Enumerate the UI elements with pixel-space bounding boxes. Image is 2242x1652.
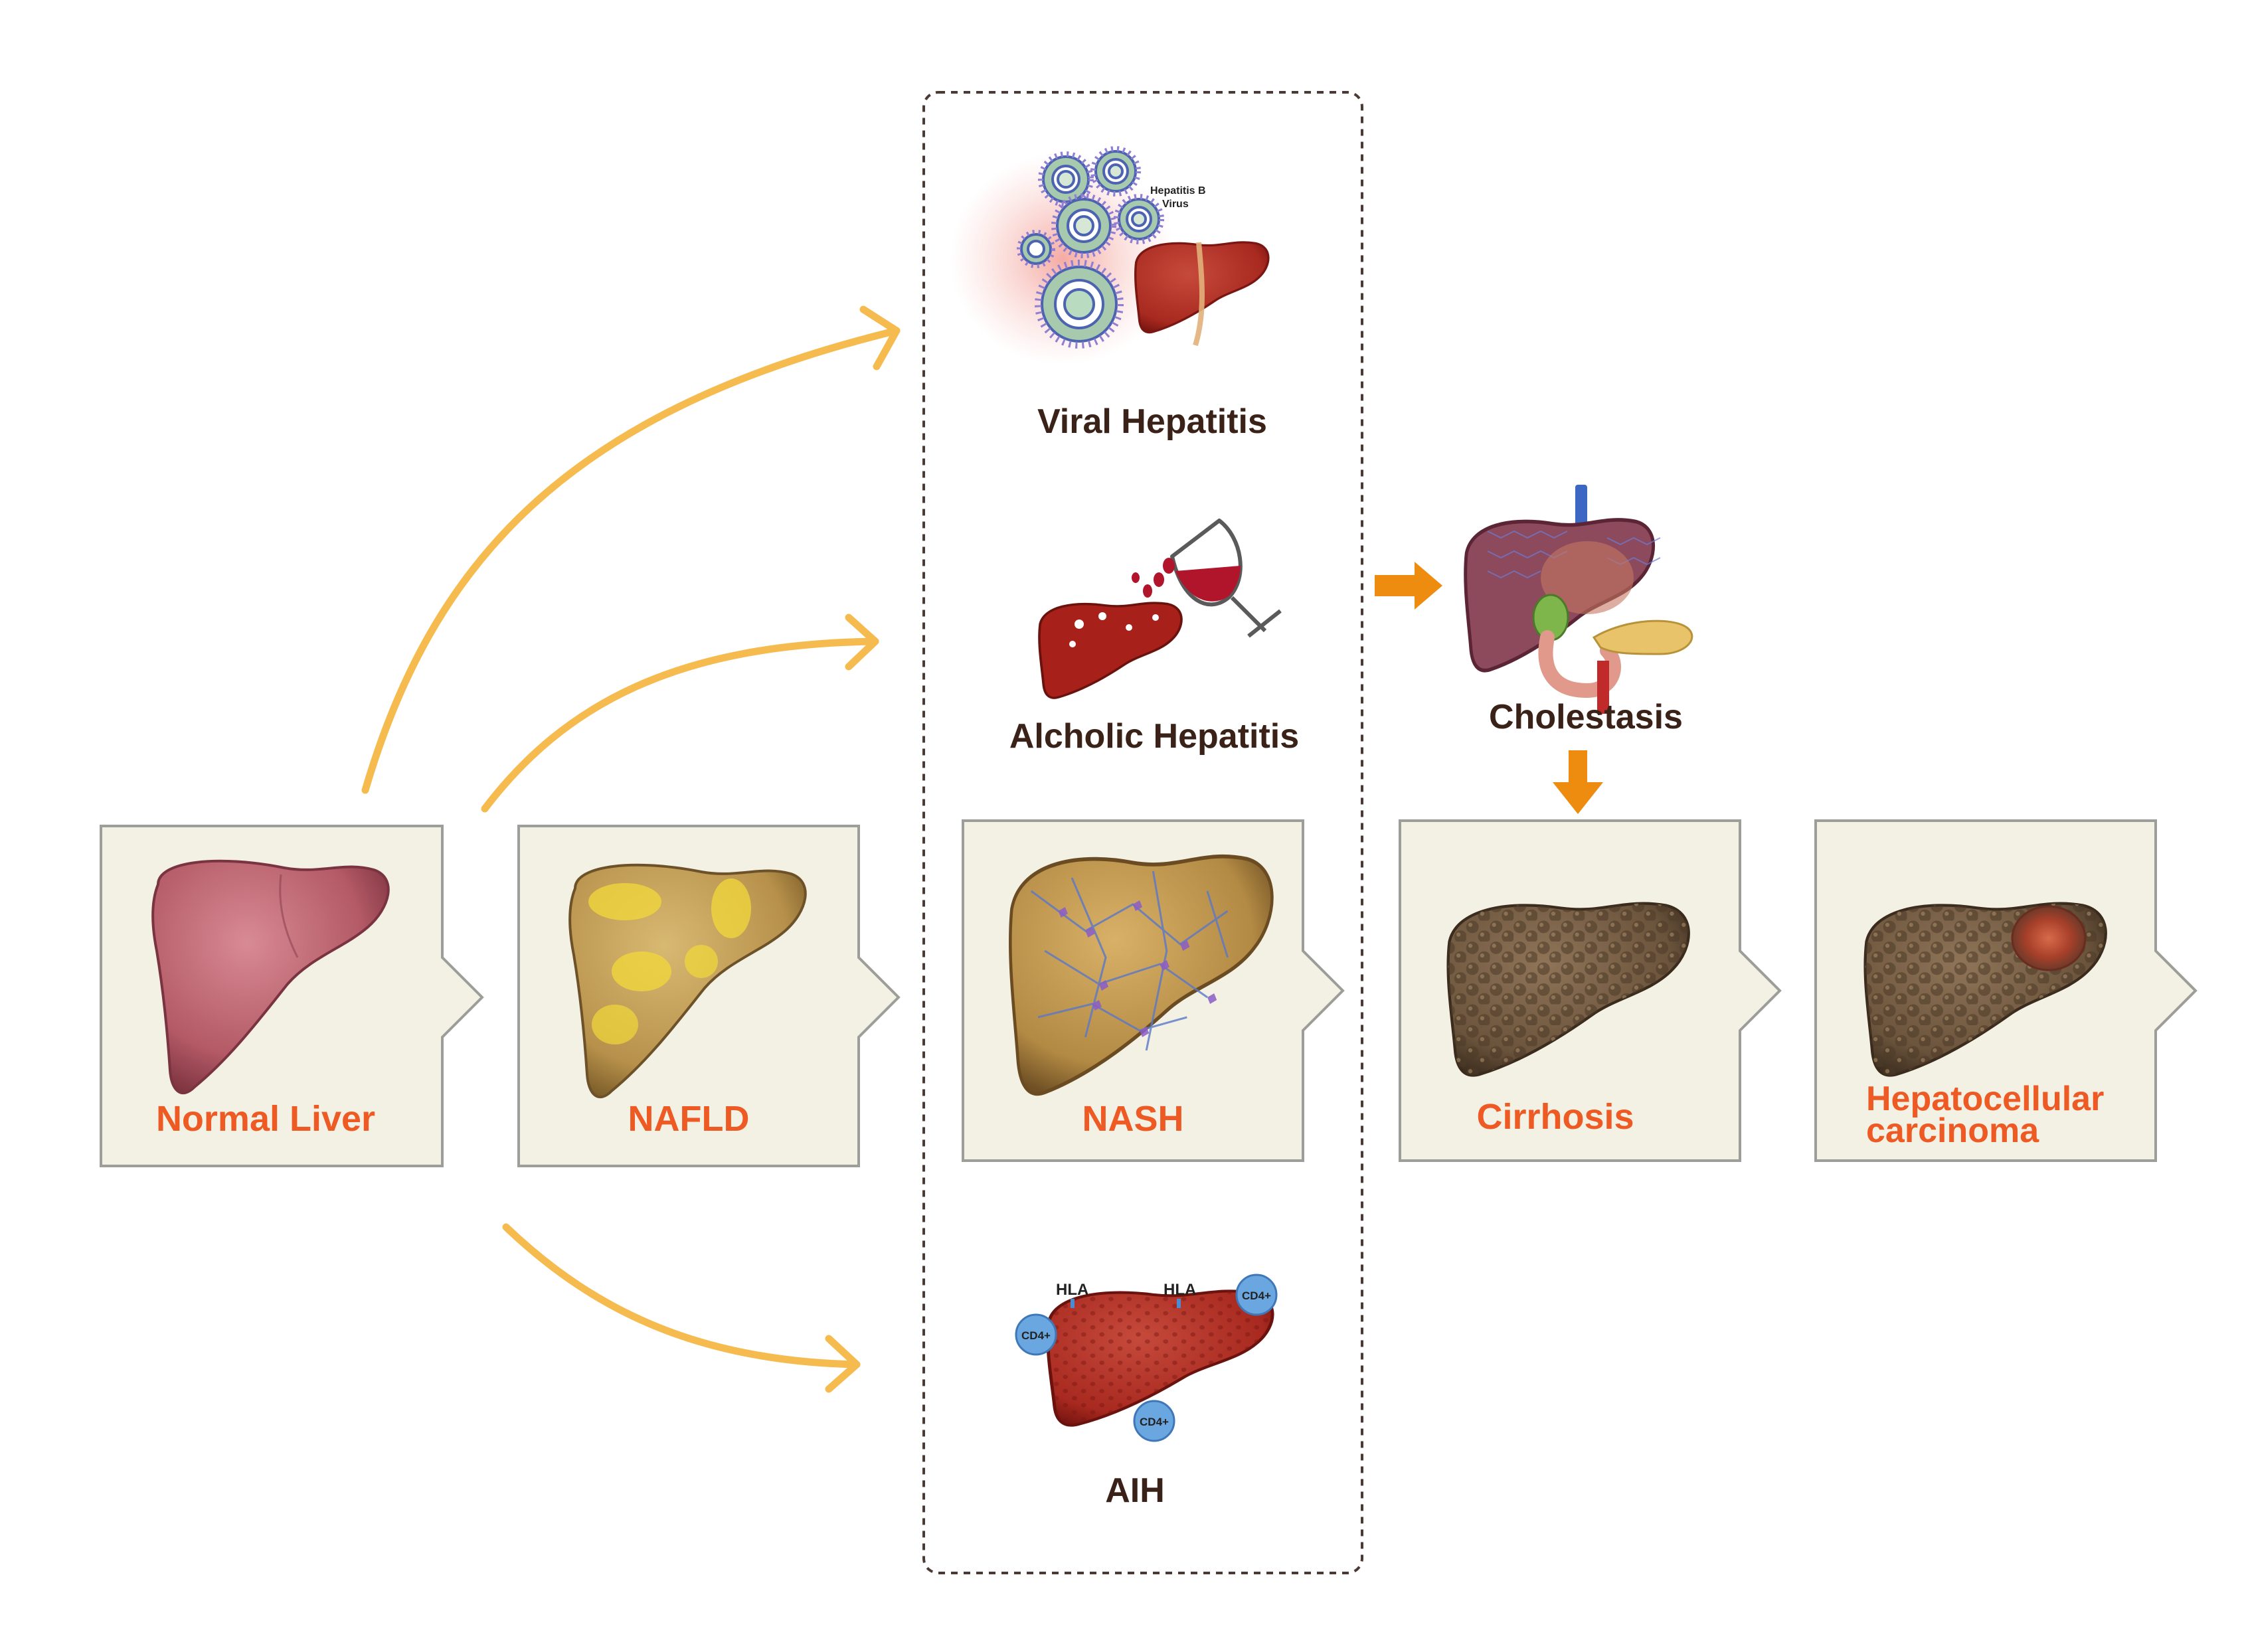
label-hcc-line2: carcinoma <box>1866 1112 2039 1150</box>
arrow-cholestasis-to-cirrhosis <box>1553 750 1603 814</box>
label-nash: NASH <box>1082 1099 1183 1139</box>
viral-hepatitis-illustration: Hepatitis B Virus <box>950 146 1270 365</box>
curved-arrows <box>361 305 901 1393</box>
cd4-cell-bottom: CD4+ <box>1133 1400 1175 1442</box>
nash-liver-image <box>1010 857 1272 1094</box>
causes-panel-border <box>922 91 1363 1574</box>
svg-text:CD4+: CD4+ <box>1140 1416 1169 1428</box>
tumor-mass <box>2011 905 2087 971</box>
alcoholic-hepatitis-illustration <box>1038 519 1282 699</box>
label-aih: AIH <box>1105 1471 1165 1510</box>
normal-liver-image <box>151 859 390 1095</box>
virus-particles <box>1017 146 1164 349</box>
label-alcoholic-hepatitis: Alcholic Hepatitis <box>1009 717 1299 756</box>
hla-label-right: HLA <box>1164 1281 1196 1299</box>
arrow-to-viral-head <box>859 305 901 371</box>
wine-glass-icon <box>1170 519 1282 638</box>
hla-label-left: HLA <box>1056 1281 1088 1299</box>
label-nafld: NAFLD <box>628 1099 750 1139</box>
label-hcc-line1: Hepatocellular <box>1866 1080 2104 1118</box>
cholestasis-illustration <box>1466 485 1693 714</box>
svg-text:CD4+: CD4+ <box>1242 1289 1271 1302</box>
arrow-to-alcoholic-head <box>845 614 879 671</box>
nafld-liver-image <box>568 863 807 1099</box>
svg-text:CD4+: CD4+ <box>1021 1329 1051 1342</box>
virus-label-line2: Virus <box>1162 199 1189 210</box>
arrow-to-aih-head <box>825 1335 861 1393</box>
arrow-to-viral <box>361 327 901 794</box>
cd4-cell-left: CD4+ <box>1015 1313 1057 1356</box>
label-cirrhosis: Cirrhosis <box>1476 1097 1634 1137</box>
cd4-cell-topright: CD4+ <box>1235 1274 1278 1316</box>
label-normal-liver: Normal Liver <box>156 1099 375 1139</box>
label-viral-hepatitis: Viral Hepatitis <box>1037 402 1267 441</box>
arrow-to-alcoholic <box>481 637 879 813</box>
label-cholestasis: Cholestasis <box>1489 698 1683 736</box>
hcc-liver-image <box>1865 904 2106 1076</box>
aih-illustration: HLA HLA CD4+ CD4+ CD4+ <box>1015 1274 1278 1442</box>
virus-label-line1: Hepatitis B <box>1150 185 1206 197</box>
arrow-to-aih <box>502 1223 861 1368</box>
arrow-to-cholestasis <box>1375 562 1442 610</box>
